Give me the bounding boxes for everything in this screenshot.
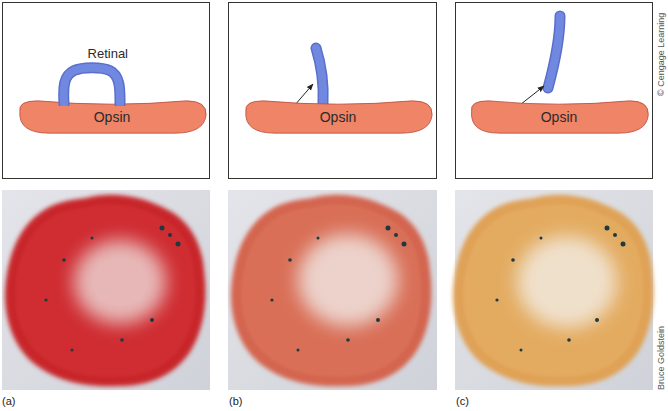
panel-letter: (c) <box>456 395 469 407</box>
retinal-molecule <box>316 48 323 104</box>
panel-frame <box>229 3 437 179</box>
opsin-protein: Opsin <box>240 98 436 136</box>
panel-frame <box>456 3 653 179</box>
panel-letter: (a) <box>2 395 15 407</box>
panel-letter: (b) <box>229 395 242 407</box>
protein-label: Opsin <box>541 109 578 125</box>
retina-photo <box>228 190 437 390</box>
protein-label: Opsin <box>320 109 357 125</box>
credit-line: Bruce Goldstein <box>656 326 666 390</box>
retinal-molecule: Retinal <box>58 46 128 106</box>
retina-photo <box>2 190 210 390</box>
retina-photo <box>453 190 653 390</box>
opsin-protein: Opsin <box>14 98 210 136</box>
protein-label: Opsin <box>94 109 131 125</box>
molecule-label: Retinal <box>58 46 128 61</box>
panel-frame <box>3 3 210 179</box>
credit-line: © Cengage Learning <box>656 13 666 96</box>
opsin-protein: Opsin <box>466 98 652 136</box>
retinal-molecule <box>548 16 560 88</box>
retinal-molecule <box>316 48 323 104</box>
retinal-molecule <box>548 16 560 88</box>
